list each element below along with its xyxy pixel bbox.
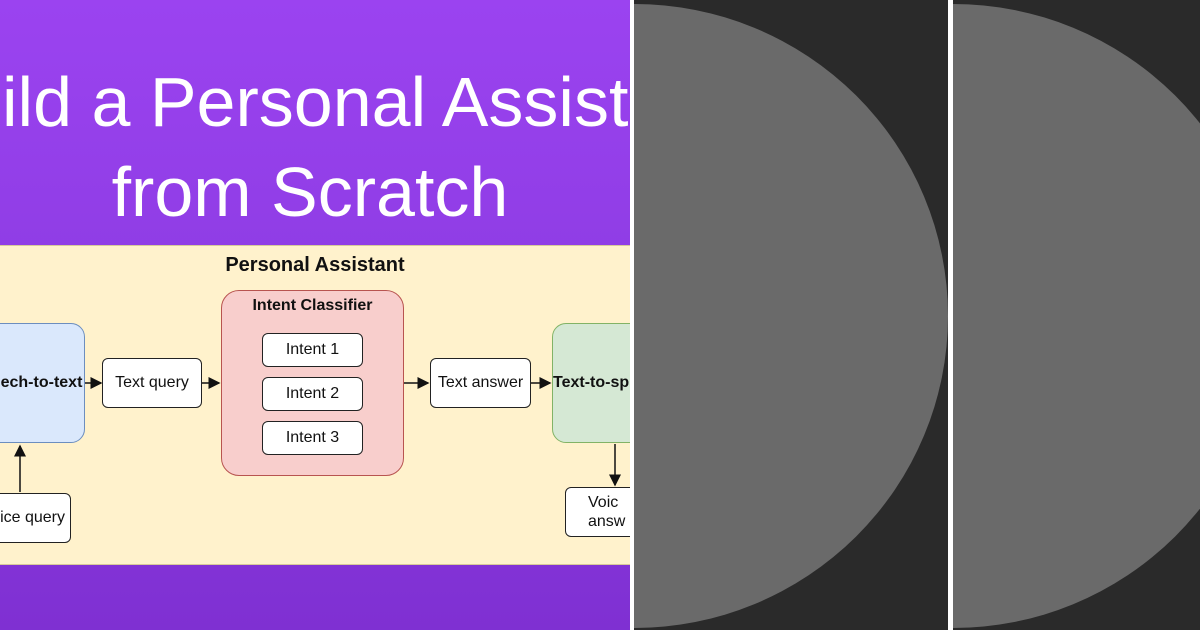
speech-to-text-box: ech-to-text <box>0 323 85 443</box>
placeholder-panel-1[interactable] <box>634 0 948 630</box>
voice-answer-box: Voic answ <box>565 487 630 537</box>
text-answer-box: Text answer <box>430 358 531 408</box>
article-thumbnail[interactable]: ild a Personal Assist from Scratch Perso… <box>0 0 630 630</box>
voice-answer-line-2: answ <box>588 513 626 530</box>
diagram-title: Personal Assistant <box>225 254 405 276</box>
text-query-box: Text query <box>102 358 202 408</box>
intent-1-box: Intent 1 <box>262 333 363 367</box>
title-line-1: ild a Personal Assist <box>2 63 629 141</box>
speech-to-text-label: ech-to-text <box>0 374 83 391</box>
voice-query-label: ice query <box>0 509 65 526</box>
intent-classifier-label: Intent Classifier <box>252 297 373 314</box>
text-to-speech-box: Text-to-sp <box>552 323 630 443</box>
panel-divider <box>948 0 953 630</box>
text-to-speech-label: Text-to-sp <box>553 374 630 391</box>
thumbnail-divider <box>630 0 634 630</box>
diagram-arrows <box>14 377 621 492</box>
intent-2-box: Intent 2 <box>262 377 363 411</box>
voice-answer-line-1: Voic <box>588 494 619 511</box>
title-line-2: from Scratch <box>111 153 509 231</box>
placeholder-half-circle-2 <box>953 4 1200 628</box>
personal-assistant-diagram: Personal Assistant ech-to-text Text quer… <box>0 245 630 565</box>
placeholder-panel-2[interactable] <box>953 0 1200 630</box>
placeholder-half-circle-1 <box>634 4 948 628</box>
intent-3-box: Intent 3 <box>262 421 363 455</box>
voice-query-box: ice query <box>0 493 71 543</box>
